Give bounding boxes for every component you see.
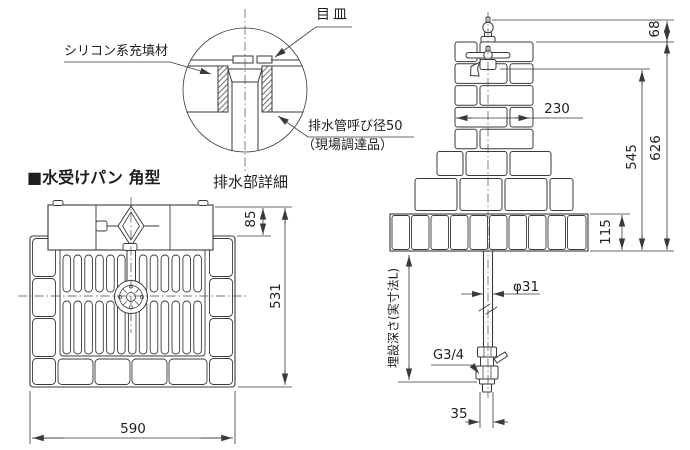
strainer-leader — [274, 26, 352, 58]
thread-size-label: G3/4 — [433, 348, 464, 363]
strainer-label: 目皿 — [316, 7, 350, 23]
pan-plan-linework — [29, 200, 236, 388]
dim-column-width: 230 — [544, 100, 570, 117]
supply-pipe — [482, 250, 494, 348]
dim-pan-width: 590 — [120, 420, 146, 437]
dim-pan-depth: 531 — [267, 283, 284, 309]
dim-spout-height: 545 — [623, 144, 640, 170]
drain-pipe-dia-label: 排水管呼び径50 — [308, 119, 403, 134]
dim-ledge-depth: 85 — [242, 210, 259, 228]
site-procured-label: （現場調達品） — [302, 138, 394, 153]
strainer-plate — [232, 55, 254, 64]
silicone-wall-left — [217, 65, 229, 113]
dim-total-height: 626 — [647, 135, 664, 161]
drain-pipe-leader — [277, 115, 414, 138]
thread-leader — [431, 362, 480, 374]
silicone-wall-right — [261, 65, 273, 113]
centerlines — [18, 9, 489, 398]
detail-caption: 排水部詳細 — [213, 173, 289, 191]
column-elevation-linework — [389, 16, 589, 393]
riser-pipe — [126, 249, 136, 284]
burial-depth-label: 埋設深さ(実寸法L) — [386, 267, 401, 369]
column-bricks — [414, 41, 574, 211]
dim-finial-height: 68 — [646, 20, 663, 38]
dim-outlet-offset: 35 — [450, 405, 468, 422]
drain-pipe-walls — [231, 81, 259, 151]
pipe-end-fitting — [475, 346, 509, 393]
silicone-leader — [64, 61, 212, 75]
dimension-lines — [29, 19, 674, 444]
silicone-filler-label: シリコン系充填材 — [64, 44, 169, 59]
drain-detail-linework — [182, 27, 308, 153]
drawing-title: ■水受けパン 角型 — [27, 168, 161, 187]
dim-pan-base-height: 115 — [597, 219, 614, 245]
dim-pipe-diameter: φ31 — [512, 278, 540, 295]
